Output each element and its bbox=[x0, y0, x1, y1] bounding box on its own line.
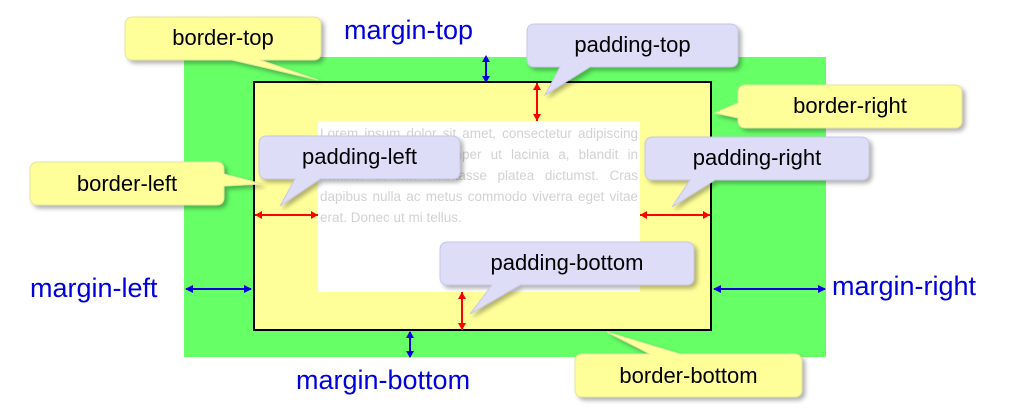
margin-right-label: margin-right bbox=[832, 271, 977, 301]
margin-top-arrow bbox=[482, 55, 490, 83]
padding-top-arrow bbox=[533, 83, 541, 121]
border-bottom-callout bbox=[574, 331, 803, 398]
padding-bottom-arrow bbox=[458, 292, 466, 330]
margin-bottom-label: margin-bottom bbox=[296, 365, 471, 395]
margin-left-label: margin-left bbox=[30, 273, 158, 303]
padding-left-label: padding-left bbox=[302, 144, 417, 169]
padding-left-arrow bbox=[255, 211, 318, 219]
border-bottom-label: border-bottom bbox=[619, 363, 758, 388]
padding-top-label: padding-top bbox=[574, 32, 691, 57]
border-left-label: border-left bbox=[76, 171, 178, 196]
margin-top-label: margin-top bbox=[344, 15, 474, 45]
padding-left-callout bbox=[258, 135, 461, 207]
border-right-label: border-right bbox=[793, 93, 907, 118]
padding-bottom-label: padding-bottom bbox=[490, 250, 644, 275]
padding-right-arrow bbox=[640, 211, 710, 219]
border-right-callout bbox=[713, 84, 963, 129]
border-left-callout bbox=[29, 161, 263, 206]
border-top-label: border-top bbox=[172, 25, 274, 50]
margin-left-arrow bbox=[185, 285, 252, 293]
border-top-callout bbox=[124, 16, 322, 81]
padding-top-callout bbox=[526, 23, 739, 97]
padding-right-callout bbox=[644, 136, 870, 208]
margin-bottom-arrow bbox=[406, 331, 414, 358]
padding-right-label: padding-right bbox=[692, 145, 822, 170]
padding-bottom-callout bbox=[439, 241, 695, 315]
margin-right-arrow bbox=[713, 285, 826, 293]
